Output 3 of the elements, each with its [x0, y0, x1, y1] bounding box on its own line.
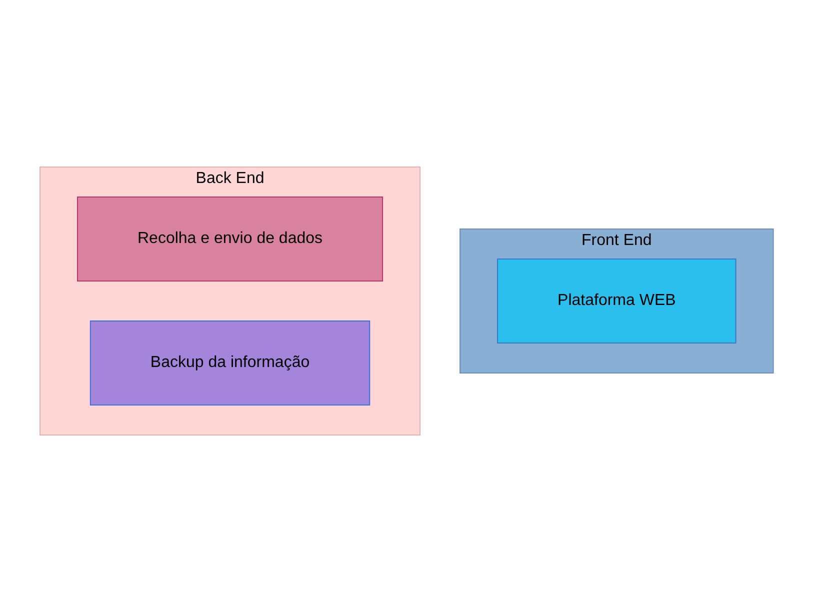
node-box: Plataforma WEB — [497, 258, 737, 343]
node-box: Recolha e envio de dados — [77, 196, 384, 281]
node-box: Backup da informação — [90, 320, 370, 405]
